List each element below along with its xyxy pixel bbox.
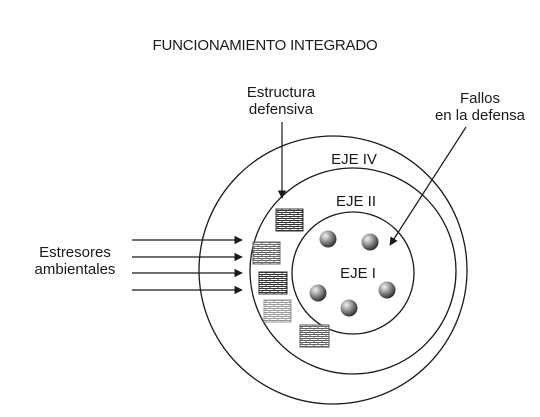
brick-icon [258,271,288,295]
label-estructura-line2: defensiva [249,101,314,118]
label-estresores-line2: ambientales [35,261,116,278]
label-eje-i: EJE I [340,265,376,282]
brick-icon [263,299,292,323]
sphere-icon [361,233,379,251]
label-eje-ii: EJE II [336,193,376,210]
label-estresores-line1: Estresores [39,244,111,261]
middle-circle-eje-ii [249,167,457,375]
fallos-arrow [389,126,467,246]
label-estructura-line1: Estructura [247,84,316,101]
sphere-icon [378,281,396,299]
sphere-icon [319,230,337,248]
outer-circle-eje-iv [198,135,468,405]
brick-icon [252,241,281,265]
label-eje-iv: EJE IV [331,151,377,168]
diagram-title: FUNCIONAMIENTO INTEGRADO [153,37,378,54]
sphere-icon [309,284,327,302]
inner-elements [309,230,396,317]
brick-icon [299,324,330,348]
brick-icon [275,208,304,232]
label-fallos-line1: Fallos [460,90,500,107]
label-fallos-line2: en la defensa [435,107,526,124]
defensive-wall [252,208,330,348]
sphere-icon [340,299,358,317]
inner-circle-eje-i [291,211,415,335]
